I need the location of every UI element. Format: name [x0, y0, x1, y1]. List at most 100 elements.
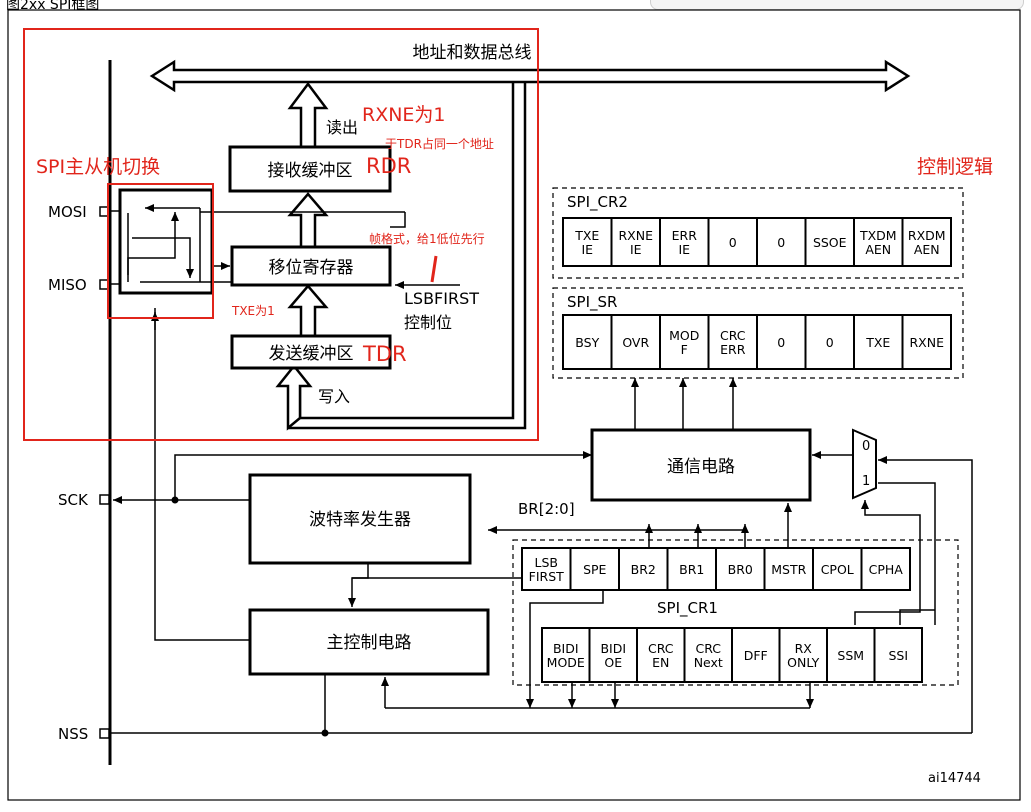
miso-label: MISO — [48, 276, 87, 294]
cr2-cell-text: IE — [678, 242, 690, 257]
annotation-rdr: RDR — [366, 154, 411, 178]
figure-id: ai14744 — [928, 771, 981, 786]
rx-buffer-block — [228, 145, 392, 193]
sr-cell-text: OVR — [622, 335, 649, 350]
cr2-cell-text: AEN — [865, 242, 891, 257]
cr1-row2-cell-text: OE — [604, 655, 622, 670]
sr-cell — [610, 314, 661, 370]
comm-circuit-block — [590, 428, 812, 502]
figure-frame — [7, 9, 1021, 801]
sr-cell-text: 0 — [826, 335, 834, 350]
sr-cell-text: MOD — [669, 328, 699, 343]
cr1-row2-cell-text: EN — [652, 655, 669, 670]
cr1-row2-cell-text: SSM — [837, 648, 864, 663]
cr1-row1-cell — [860, 547, 911, 591]
write-arrow — [275, 363, 313, 431]
cr2-cell-text: SSOE — [813, 235, 847, 250]
cr1-row1-cell — [715, 547, 766, 591]
sr-frame — [552, 287, 964, 379]
address-data-bus — [149, 59, 911, 93]
cr2-cell-text: AEN — [914, 242, 940, 257]
cr2-cell — [756, 217, 807, 267]
baud-gen-label: 波特率发生器 — [309, 510, 411, 530]
sr-cell-text: CRC — [720, 328, 746, 343]
cr1-row2-cell-text: BIDI — [600, 641, 626, 656]
cr1-row2-cell — [778, 627, 828, 683]
cr1-row2-cell-text: CRC — [648, 641, 674, 656]
cr2-cell — [901, 217, 952, 267]
annotation-frame-format: 帧格式，给1低位先行 — [369, 231, 485, 246]
cr2-cell — [562, 217, 613, 267]
sr-cell-text: TXE — [865, 335, 890, 350]
annotation-rdr-note: 于TDR占同一个地址 — [385, 136, 494, 151]
tx-buffer-block — [230, 334, 392, 370]
cr1-row2-cell-text: SSI — [888, 648, 908, 663]
annotation-mark-lsbfirst — [430, 255, 438, 283]
sr-name: SPI_SR — [567, 293, 617, 312]
cr1-frame — [512, 539, 959, 686]
mux-1-label: 1 — [862, 474, 870, 489]
cr1-name: SPI_CR1 — [657, 599, 718, 618]
read-label: 读出 — [326, 118, 358, 137]
sck-pin — [99, 494, 110, 505]
cr1-row2-cell-text: MODE — [547, 655, 585, 670]
cr1-row2-cell-text: DFF — [744, 648, 768, 663]
cr2-cell — [853, 217, 904, 267]
cr2-cell-text: 0 — [729, 235, 737, 250]
cr1-row1-cell-text: LSB — [535, 555, 558, 570]
cr1-row1-cell — [666, 547, 717, 591]
cr2-cell-text: RXNE — [619, 228, 654, 243]
cr1-row2-cell — [683, 627, 733, 683]
master-ctrl-label: 主控制电路 — [327, 633, 412, 653]
cr1-row1-cell-text: BR1 — [679, 562, 704, 577]
cr1-row1-cell-text: SPE — [583, 562, 606, 577]
cr1-row2-cell-text: CRC — [695, 641, 721, 656]
sr-cell-text: ERR — [720, 342, 746, 357]
annotation-control-logic: 控制逻辑 — [917, 156, 993, 178]
annotation-txe: TXE为1 — [231, 304, 275, 318]
sr-cell — [659, 314, 710, 370]
cr2-cell-text: IE — [581, 242, 593, 257]
cr2-name: SPI_CR2 — [567, 193, 628, 212]
master-ctrl-block — [248, 608, 490, 676]
nss-pin — [99, 728, 110, 739]
sr-cell-text: F — [681, 342, 688, 357]
annotation-tdr: TDR — [362, 342, 407, 366]
comm-circuit-label: 通信电路 — [667, 457, 735, 477]
nss-label: NSS — [58, 725, 88, 743]
rx-buffer-label: 接收缓冲区 — [268, 161, 353, 181]
tx-buffer-label: 发送缓冲区 — [269, 344, 354, 364]
lsbfirst-label-2: 控制位 — [404, 313, 452, 332]
cr1-row2-cell-text: Next — [694, 655, 723, 670]
shift-register-block — [230, 245, 392, 287]
bus-write-loop-outer — [288, 82, 527, 430]
sck-label: SCK — [58, 491, 89, 509]
annotation-rxne: RXNE为1 — [362, 104, 446, 126]
cr2-cell-text: TXE — [574, 228, 599, 243]
cr2-cell-text: TXDM — [859, 228, 897, 243]
tx-to-shift-arrow — [287, 284, 329, 338]
master-slave-switch-block — [118, 188, 214, 295]
cr2-frame — [552, 187, 964, 279]
cr1-row2-cell — [731, 627, 781, 683]
lsbfirst-label-1: LSBFIRST — [404, 289, 479, 308]
mux-0-label: 0 — [862, 439, 870, 454]
cr1-row1-cell-text: MSTR — [771, 562, 806, 577]
sr-cell — [853, 314, 904, 370]
cr1-row1-cell-text: FIRST — [529, 569, 564, 584]
cr2-cell — [804, 217, 855, 267]
read-arrow — [287, 81, 329, 149]
cr2-cell-text: ERR — [672, 228, 698, 243]
sr-cell-text: RXNE — [910, 335, 945, 350]
cr1-row2-cell — [873, 627, 923, 683]
cr1-row1-cell-text: BR2 — [631, 562, 656, 577]
cr1-row2-cell-text: ONLY — [787, 655, 819, 670]
sr-cell-text: 0 — [777, 335, 785, 350]
annotation-master-slave: SPI主从机切换 — [36, 156, 160, 178]
shift-register-label: 移位寄存器 — [269, 258, 354, 278]
sr-cell-text: BSY — [575, 335, 599, 350]
br-label: BR[2:0] — [518, 500, 575, 518]
sr-cell — [562, 314, 613, 370]
